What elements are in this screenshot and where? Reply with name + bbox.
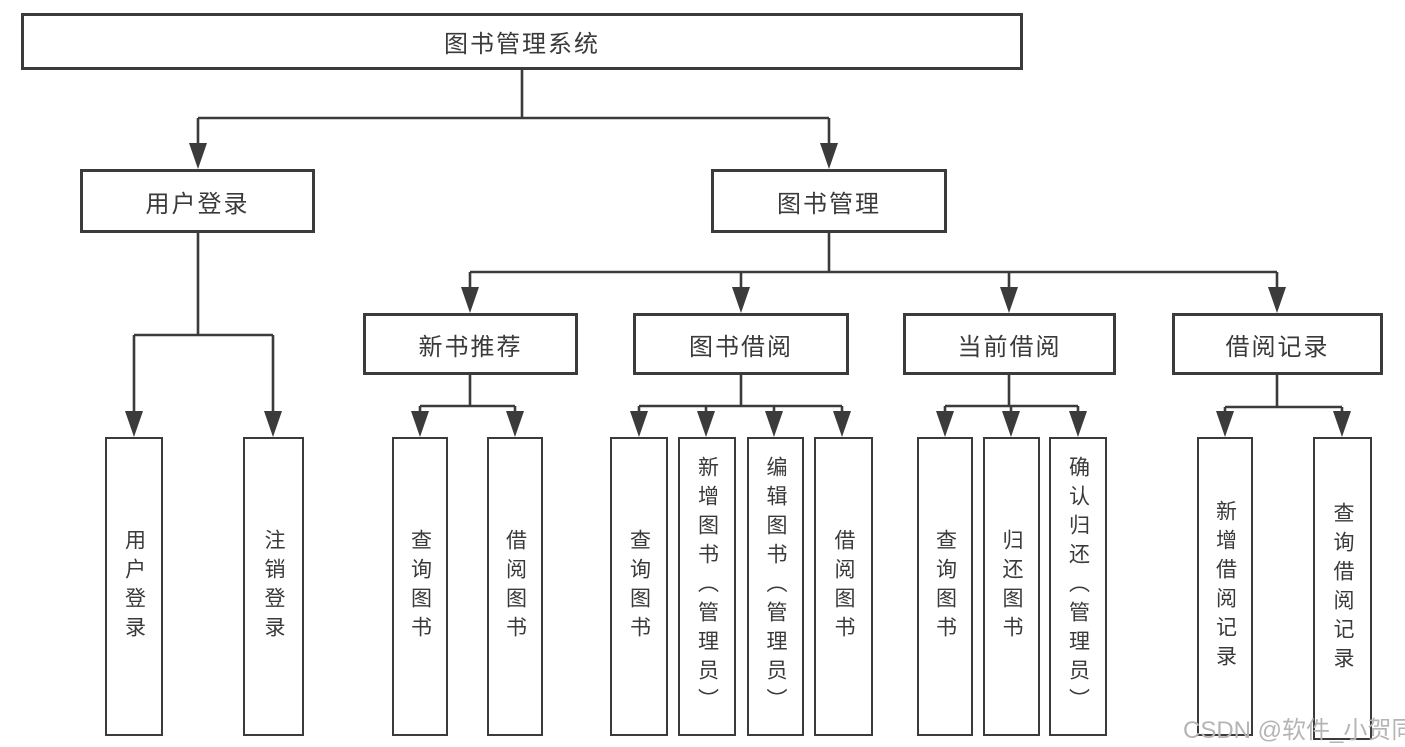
- edges-borrowrecords-to-leaves: [1216, 375, 1351, 437]
- edges-currentborrow-to-leaves: [936, 375, 1087, 437]
- node-current-borrow: 当前借阅: [903, 313, 1116, 375]
- leaf-label: 确认归还（管理员）: [1066, 456, 1090, 717]
- leaf-label: 查询图书: [933, 528, 957, 645]
- leaf-borrow-books-2: 借阅图书: [814, 437, 873, 736]
- leaf-confirm-return-admin: 确认归还（管理员）: [1049, 437, 1107, 736]
- leaf-label: 借阅图书: [832, 528, 855, 645]
- node-new-book-recommend: 新书推荐: [363, 313, 578, 375]
- leaf-label: 新增图书（管理员）: [695, 456, 719, 717]
- csdn-watermark: CSDN @软件_小贺同学: [1183, 717, 1405, 744]
- arrowhead-icon: [765, 411, 783, 437]
- leaf-query-books-2: 查询图书: [610, 437, 668, 736]
- node-library-system: 图书管理系统: [21, 13, 1023, 70]
- arrowhead-icon: [125, 411, 143, 437]
- arrowhead-icon: [833, 411, 851, 437]
- leaf-label: 查询图书: [627, 528, 651, 645]
- arrowhead-icon: [732, 287, 750, 313]
- arrowhead-icon: [1002, 411, 1020, 437]
- leaf-borrow-books-1: 借阅图书: [487, 437, 543, 736]
- leaf-label: 借阅图书: [503, 528, 527, 645]
- leaf-logout: 注销登录: [243, 437, 304, 736]
- leaf-add-borrow-record: 新增借阅记录: [1197, 437, 1253, 736]
- arrowhead-icon: [1333, 411, 1351, 437]
- edges-root-to-level2: [189, 70, 838, 169]
- node-book-management: 图书管理: [711, 169, 947, 233]
- node-borrow-records: 借阅记录: [1172, 313, 1383, 375]
- arrowhead-icon: [1069, 411, 1087, 437]
- arrowhead-icon: [461, 287, 479, 313]
- leaf-query-books-3: 查询图书: [917, 437, 973, 736]
- node-book-borrow: 图书借阅: [633, 313, 849, 375]
- node-user-login: 用户登录: [80, 169, 315, 233]
- leaf-label: 注销登录: [262, 528, 285, 645]
- leaf-label: 查询借阅记录: [1331, 501, 1354, 676]
- arrowhead-icon: [264, 411, 282, 437]
- arrowhead-icon: [189, 143, 207, 169]
- leaf-edit-book-admin: 编辑图书（管理员）: [747, 437, 804, 736]
- leaf-user-login: 用户登录: [105, 437, 163, 736]
- edges-bookmgmt-to-level3: [461, 233, 1286, 313]
- leaf-label: 查询图书: [408, 528, 432, 645]
- edges-userlogin-to-leaves: [125, 233, 282, 437]
- edges-bookborrow-to-leaves: [630, 375, 851, 437]
- leaf-label: 用户登录: [122, 528, 146, 645]
- leaf-label: 归还图书: [1000, 528, 1023, 645]
- arrowhead-icon: [1268, 287, 1286, 313]
- arrowhead-icon: [506, 411, 524, 437]
- arrowhead-icon: [1216, 411, 1234, 437]
- leaf-query-books-1: 查询图书: [392, 437, 448, 736]
- leaf-query-borrow-record: 查询借阅记录: [1313, 437, 1372, 740]
- leaf-add-book-admin: 新增图书（管理员）: [678, 437, 736, 736]
- arrowhead-icon: [630, 411, 648, 437]
- leaf-label: 新增借阅记录: [1213, 499, 1237, 674]
- leaf-label: 编辑图书（管理员）: [764, 456, 787, 717]
- arrowhead-icon: [411, 411, 429, 437]
- edges-newbooks-to-leaves: [411, 375, 524, 437]
- arrowhead-icon: [697, 411, 715, 437]
- leaf-return-book: 归还图书: [983, 437, 1040, 736]
- arrowhead-icon: [1000, 287, 1018, 313]
- arrowhead-icon: [820, 143, 838, 169]
- arrowhead-icon: [936, 411, 954, 437]
